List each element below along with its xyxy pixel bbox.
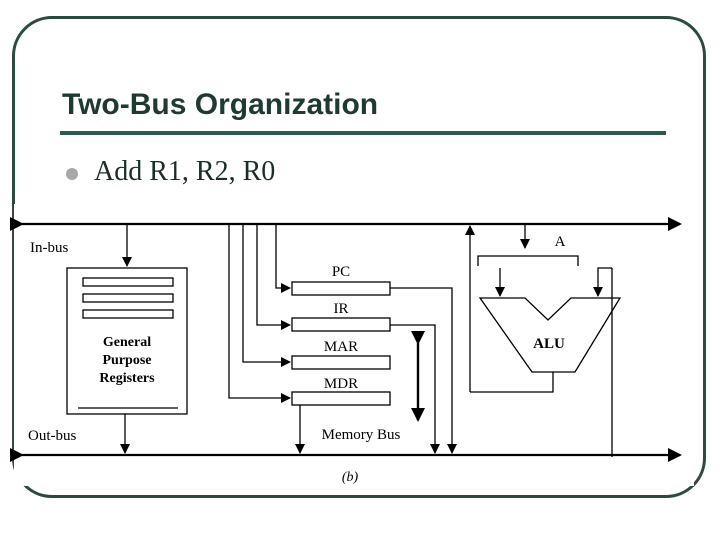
mar-label: MAR xyxy=(324,339,358,355)
pc-to-outbus xyxy=(390,287,457,454)
memory-bus-label: Memory Bus xyxy=(322,427,401,443)
ir-label: IR xyxy=(334,301,349,317)
gpr-reg-2 xyxy=(82,293,174,303)
title-underline xyxy=(60,131,666,135)
alu-shape xyxy=(478,297,622,373)
mar-register xyxy=(291,355,391,370)
slide-title: Two-Bus Organization xyxy=(62,88,379,121)
a-label: A xyxy=(555,234,566,250)
inbus-to-mar xyxy=(242,224,291,367)
alu-output-line xyxy=(470,372,554,393)
gpr-block xyxy=(66,267,188,415)
out-bus-label: Out-bus xyxy=(28,428,76,444)
gpr-label-line1: General xyxy=(103,335,151,350)
inbus-to-pc xyxy=(275,224,291,293)
gpr-reg-3 xyxy=(82,309,174,319)
pc-label: PC xyxy=(332,264,350,280)
inbus-to-mdr xyxy=(228,224,291,403)
a-register xyxy=(477,255,579,266)
bullet-text: Add R1, R2, R0 xyxy=(94,156,276,187)
ir-to-outbus xyxy=(390,324,440,454)
slide-frame xyxy=(12,16,706,498)
gpr-reg-1 xyxy=(82,277,174,287)
gpr-label-line2: Purpose xyxy=(103,353,152,368)
gpr-label-line3: Registers xyxy=(99,371,155,386)
inbus-to-ir xyxy=(256,224,291,330)
bullet-icon xyxy=(66,168,78,180)
figure-caption: (b) xyxy=(342,470,359,485)
in-bus-label: In-bus xyxy=(30,240,68,256)
mdr-register xyxy=(291,391,391,406)
outbus-to-alu xyxy=(593,267,612,297)
alu-label: ALU xyxy=(533,336,565,352)
mdr-label: MDR xyxy=(324,376,358,392)
